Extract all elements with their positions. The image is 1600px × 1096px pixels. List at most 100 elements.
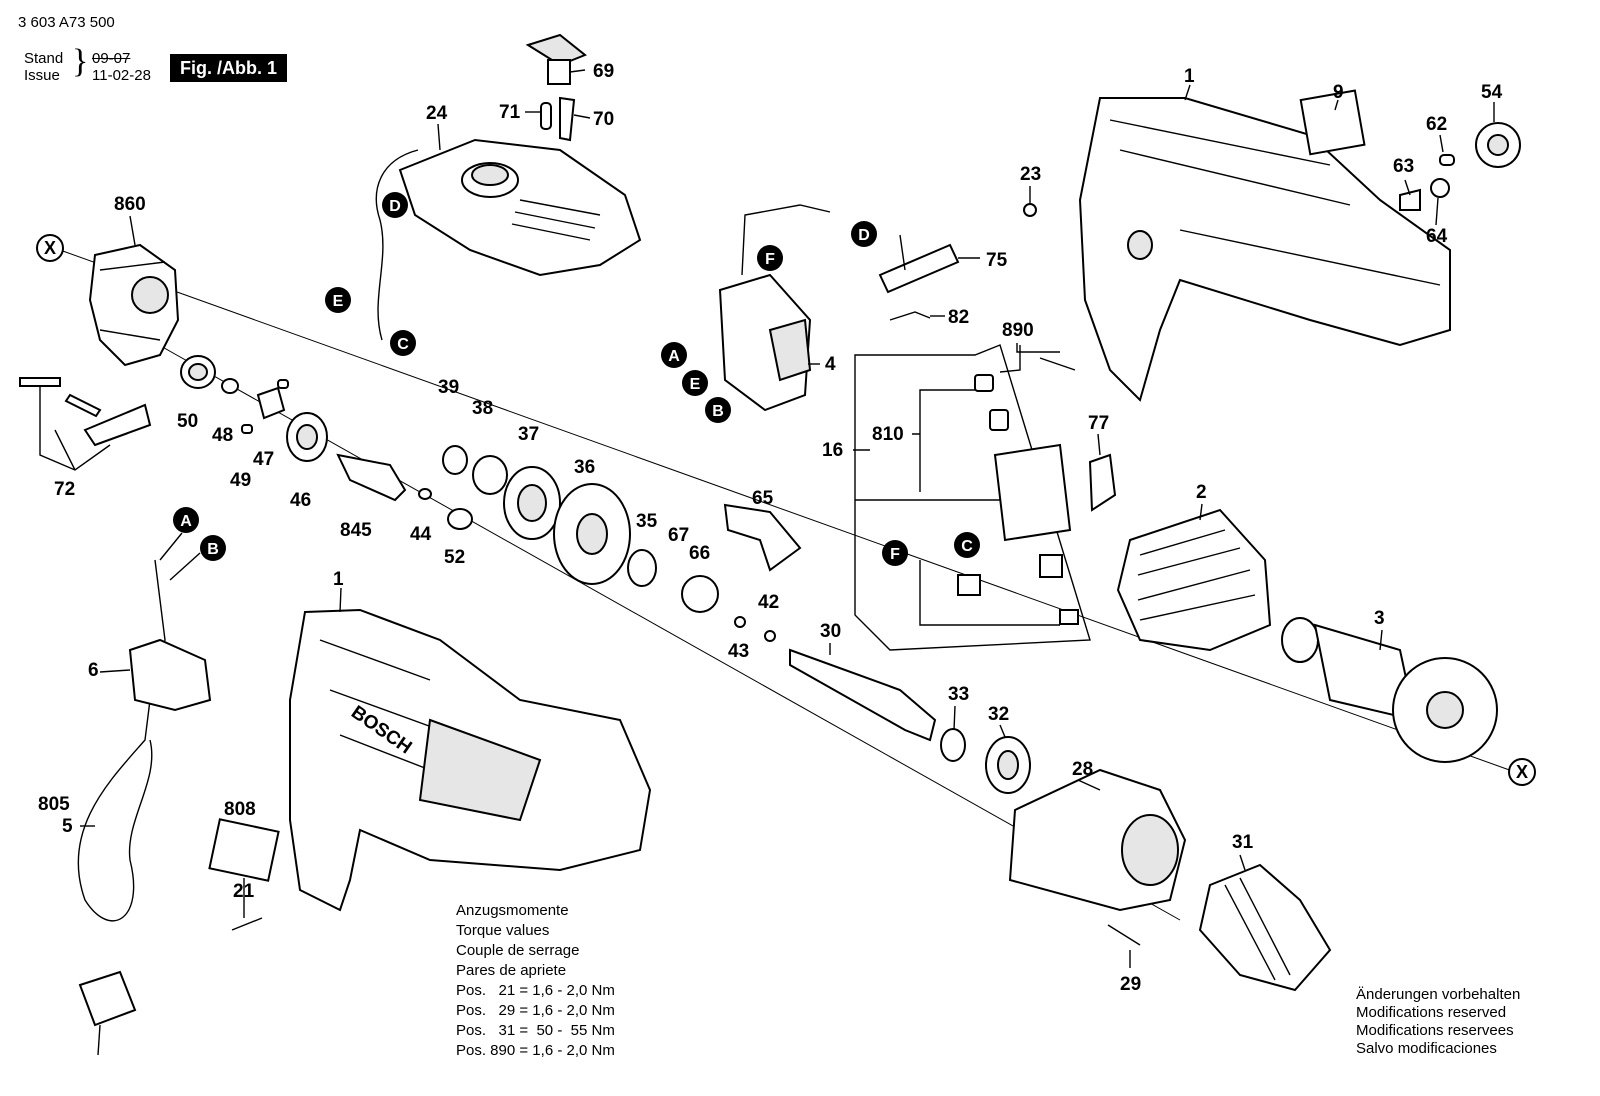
gear-housing-part xyxy=(88,243,180,367)
part-number-32: 32 xyxy=(988,704,1009,725)
stator-part xyxy=(1116,508,1272,652)
part-number-62: 62 xyxy=(1426,114,1447,135)
label-plate-part xyxy=(878,234,960,321)
part-number-38: 38 xyxy=(472,398,493,419)
plug-pin xyxy=(97,1024,101,1056)
figure-label: Fig. /Abb. 1 xyxy=(170,54,287,82)
cord-sleeve-part xyxy=(128,638,212,712)
part-number-36: 36 xyxy=(574,457,595,478)
part-number-48: 48 xyxy=(212,425,233,446)
torque-line: Pos. 890 = 1,6 - 2,0 Nm xyxy=(456,1042,615,1059)
label-plate-808 xyxy=(208,818,280,882)
part-number-35: 35 xyxy=(636,511,658,532)
modifications-line: Modifications reserved xyxy=(1356,1004,1507,1021)
brace-glyph: } xyxy=(72,43,89,80)
switch-wire xyxy=(741,204,831,276)
part-number-2: 2 xyxy=(1196,482,1207,503)
part-number-1-bottom: 1 xyxy=(333,569,344,590)
part-number-77: 77 xyxy=(1088,413,1109,434)
callout-c-2: C xyxy=(961,538,973,555)
torque-values-note: Anzugsmomente Torque values Couple de se… xyxy=(456,901,615,1061)
power-cord xyxy=(77,559,166,922)
callout-b: B xyxy=(712,403,724,420)
leader-lines xyxy=(80,69,1495,968)
part-number-labels: 1 1 2 3 4 5 6 9 16 21 23 24 28 29 30 31 … xyxy=(38,61,1503,995)
drill-body-part xyxy=(289,608,652,912)
part-number-28: 28 xyxy=(1072,759,1093,780)
part-number-70: 70 xyxy=(593,109,614,130)
stand-date: 09-07 xyxy=(92,50,131,67)
part-number-64: 64 xyxy=(1426,226,1448,247)
callout-b-2: B xyxy=(207,541,219,558)
callout-x-right: X xyxy=(1516,762,1528,782)
gear-train-parts xyxy=(180,355,802,642)
callout-f-2: F xyxy=(890,546,900,563)
part-number-49: 49 xyxy=(230,470,251,491)
callout-x-left: X xyxy=(44,238,56,258)
torque-line: Couple de serrage xyxy=(456,942,580,959)
callout-a-2: A xyxy=(180,513,192,530)
modifications-note: Änderungen vorbehalten Modifications res… xyxy=(1356,986,1520,1058)
part-number-23: 23 xyxy=(1020,164,1041,185)
label-plate-9 xyxy=(1299,89,1366,156)
part-number-69: 69 xyxy=(593,61,614,82)
part-number-805: 805 xyxy=(38,794,70,815)
part-number-3: 3 xyxy=(1374,608,1385,629)
part-number-65: 65 xyxy=(752,488,774,509)
part-number-9: 9 xyxy=(1333,82,1344,103)
callout-d: D xyxy=(389,198,401,215)
part-number-44: 44 xyxy=(410,524,432,545)
part-number-1-top: 1 xyxy=(1184,66,1195,87)
part-number-810: 810 xyxy=(872,424,904,445)
issue-date: 11-02-28 xyxy=(92,67,151,84)
part-number-39: 39 xyxy=(438,377,459,398)
torque-line: Torque values xyxy=(456,922,550,939)
callout-a: A xyxy=(668,348,680,365)
switch-cap-part xyxy=(525,33,587,142)
part-number-46: 46 xyxy=(290,490,311,511)
top-cover-part xyxy=(398,138,642,277)
modifications-line: Modifications reservees xyxy=(1356,1022,1514,1039)
main-housing-part xyxy=(1078,97,1451,402)
part-number-75: 75 xyxy=(986,250,1008,271)
part-number-43: 43 xyxy=(728,641,749,662)
part-number-4: 4 xyxy=(825,354,836,375)
issue-label: Issue xyxy=(24,67,60,84)
part-number-845: 845 xyxy=(340,520,372,541)
brush-holder-part xyxy=(957,374,1117,625)
screw-29 xyxy=(1107,924,1141,946)
front-gear-housing-part xyxy=(1008,768,1187,912)
leader-72 xyxy=(39,387,111,471)
armature-part xyxy=(1281,617,1498,763)
spindle-part xyxy=(789,648,1031,794)
wire-harness xyxy=(375,149,419,341)
part-number-82: 82 xyxy=(948,307,969,328)
part-number-37: 37 xyxy=(518,424,539,445)
part-number-24: 24 xyxy=(426,103,448,124)
part-number-42: 42 xyxy=(758,592,779,613)
callout-e: E xyxy=(333,293,344,310)
torque-line: Pos. 31 = 50 - 55 Nm xyxy=(456,1022,615,1039)
stand-label: Stand xyxy=(24,50,64,67)
bearing-cap-part xyxy=(1399,122,1521,211)
on-off-switch-part xyxy=(718,273,812,412)
part-number-63: 63 xyxy=(1393,156,1414,177)
part-number-71: 71 xyxy=(499,102,521,123)
callout-circles: X X D E C D F A E B F C A B xyxy=(36,192,1536,786)
subassembly-outline xyxy=(854,344,1091,651)
plug-part xyxy=(78,970,137,1027)
part-number-860: 860 xyxy=(114,194,146,215)
torque-line: Pares de apriete xyxy=(456,962,567,979)
part-number-52: 52 xyxy=(444,547,465,568)
part-number-29: 29 xyxy=(1120,974,1141,995)
assembly-axis-line xyxy=(59,249,1516,773)
washer-23 xyxy=(1023,203,1037,217)
part-number-30: 30 xyxy=(820,621,841,642)
torque-line: Anzugsmomente xyxy=(456,902,569,919)
chuck-part xyxy=(1198,863,1332,992)
part-number-50: 50 xyxy=(177,411,198,432)
screw-21 xyxy=(231,917,263,931)
part-number-6: 6 xyxy=(88,660,99,681)
callout-e-2: E xyxy=(690,376,701,393)
